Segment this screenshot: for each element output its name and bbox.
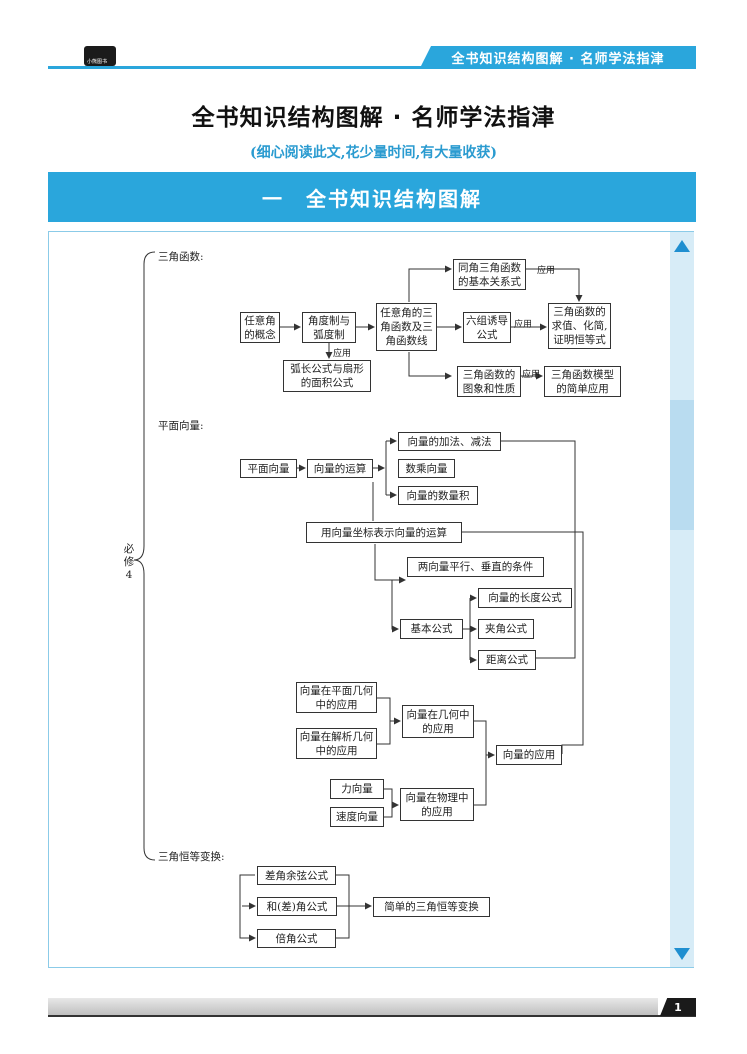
node-add-subtract: 向量的加法、减法: [398, 432, 501, 451]
node-induction-formulas: 六组诱导公式: [463, 312, 511, 343]
node-basic-formulas: 基本公式: [400, 619, 463, 639]
node-degree-radian: 角度制与弧度制: [302, 312, 356, 343]
node-force-vector: 力向量: [330, 779, 384, 799]
publisher-logo: [84, 46, 116, 66]
scroll-up-arrow-icon[interactable]: [674, 240, 690, 252]
section-label-identity: 三角恒等变换:: [158, 851, 225, 863]
scrollbar-thumb[interactable]: [670, 400, 694, 530]
node-distance-formula: 距离公式: [478, 650, 536, 670]
node-angle-formula: 夹角公式: [478, 619, 534, 639]
node-dot-product: 向量的数量积: [398, 486, 478, 505]
node-difference-cosine: 差角余弦公式: [257, 866, 336, 885]
node-vector-application: 向量的应用: [496, 745, 562, 765]
node-scalar-multiply: 数乘向量: [398, 459, 455, 478]
node-model-application: 三角函数模型的简单应用: [544, 366, 621, 397]
edge-label-apply: 应用: [333, 349, 352, 359]
node-arbitrary-angle: 任意角的概念: [240, 312, 280, 343]
page-number: 1: [660, 998, 696, 1016]
node-geometry-app: 向量在几何中的应用: [402, 705, 474, 738]
node-length-formula: 向量的长度公式: [478, 588, 572, 608]
node-double-angle: 倍角公式: [257, 929, 336, 948]
scrollbar-track[interactable]: [670, 232, 694, 967]
node-physics-app: 向量在物理中的应用: [400, 788, 474, 821]
node-same-angle-relations: 同角三角函数的基本关系式: [453, 259, 526, 290]
node-plane-geometry-app: 向量在平面几何中的应用: [296, 682, 377, 713]
logo-text: 小熊图书: [87, 59, 108, 65]
section-banner: 一 全书知识结构图解: [48, 172, 696, 222]
section-label-trig: 三角函数:: [158, 251, 204, 263]
brace-label: 必修4: [123, 543, 135, 581]
footer-bar: [48, 998, 658, 1016]
node-trig-definition: 任意角的三角函数及三角函数线: [376, 303, 437, 351]
section-label-vector: 平面向量:: [158, 420, 204, 432]
node-analytic-geometry-app: 向量在解析几何中的应用: [296, 728, 377, 759]
node-plane-vector: 平面向量: [240, 459, 297, 478]
node-simple-transform: 简单的三角恒等变换: [373, 897, 490, 917]
page-subtitle: (细心阅读此文,花少量时间,有大量收获): [250, 145, 497, 161]
node-parallel-perpendicular: 两向量平行、垂直的条件: [407, 557, 544, 577]
node-sum-difference: 和(差)角公式: [257, 897, 337, 916]
node-vector-operations: 向量的运算: [307, 459, 373, 478]
node-arc-formula: 弧长公式与扇形的面积公式: [283, 360, 371, 392]
node-coordinate-operations: 用向量坐标表示向量的运算: [306, 522, 462, 543]
edge-label-apply: 应用: [522, 370, 541, 380]
node-velocity-vector: 速度向量: [330, 807, 384, 827]
node-graph-properties: 三角函数的图象和性质: [457, 366, 521, 397]
node-evaluate-simplify: 三角函数的求值、化简,证明恒等式: [548, 303, 611, 349]
page-title: 全书知识结构图解 · 名师学法指津: [191, 105, 556, 131]
edge-label-apply: 应用: [514, 320, 533, 330]
header-rule: [48, 66, 696, 69]
edge-label-apply: 应用: [537, 266, 556, 276]
scroll-down-arrow-icon[interactable]: [674, 948, 690, 960]
header-band: 全书知识结构图解 · 名师学法指津: [420, 46, 696, 68]
footer-rule: [48, 1015, 696, 1017]
